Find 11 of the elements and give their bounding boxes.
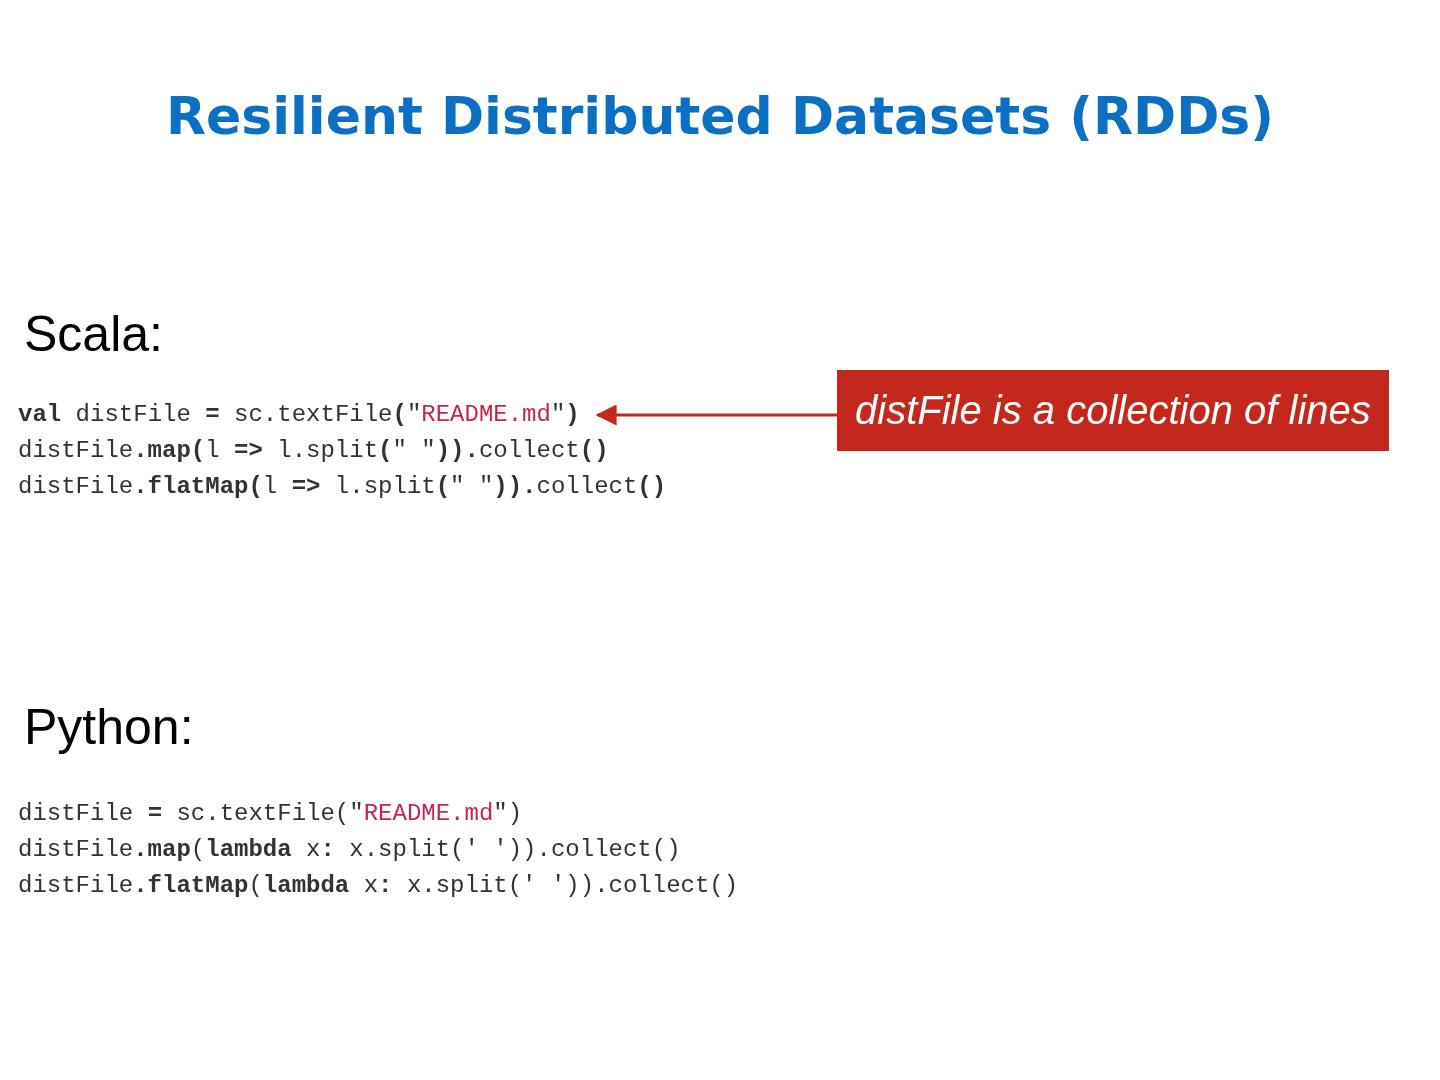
section-heading: Scala:	[24, 305, 163, 363]
code-line: val distFile = sc.textFile("README.md")	[18, 400, 580, 430]
arrow	[595, 404, 837, 426]
code-line: distFile.map(l => l.split(" ")).collect()	[18, 436, 609, 466]
code-line: distFile = sc.textFile("README.md")	[18, 799, 523, 829]
code-line: distFile.flatMap(l => l.split(" ")).collect()	[18, 472, 667, 502]
callout-box: distFile is a collection of lines	[837, 370, 1389, 451]
code-line: distFile.map(lambda x: x.split(' ')).collect()	[18, 835, 681, 865]
section-heading: Python:	[24, 698, 194, 756]
code-line: distFile.flatMap(lambda x: x.split(' ')).collect()	[18, 871, 739, 901]
slide-title: Resilient Distributed Datasets (RDDs)	[164, 86, 1276, 146]
